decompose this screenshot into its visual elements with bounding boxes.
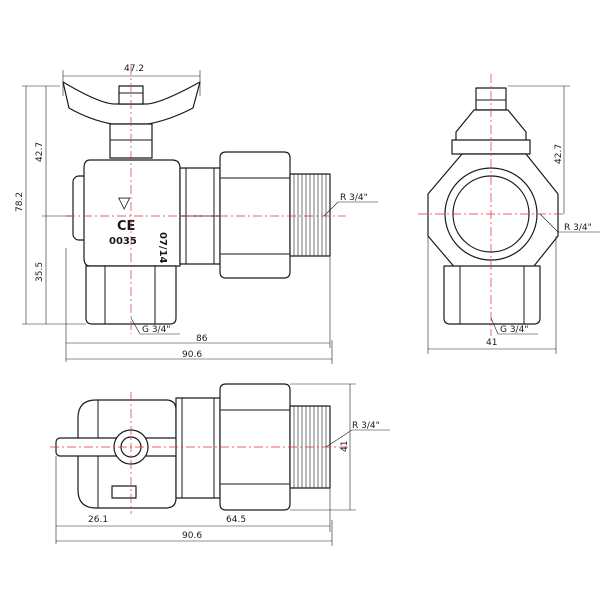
ce-mark: CE [117, 219, 135, 234]
top-body-extension [175, 397, 221, 499]
valve-body [83, 159, 181, 267]
label-front-thread-outlet: R 3/4" [340, 193, 368, 203]
dim-side-height-upper: 42.7 [554, 144, 564, 164]
dim-top-length-left: 26.1 [88, 515, 108, 525]
label-front-thread-inlet: G 3/4" [142, 325, 170, 335]
butterfly-handle [62, 81, 201, 125]
dim-front-height-lower: 35.5 [35, 262, 45, 282]
dim-front-length-total: 90.6 [182, 350, 202, 360]
dim-front-height-upper: 42.7 [35, 142, 45, 162]
body-logo: ▽ [118, 193, 131, 212]
dim-front-width-top: 47.2 [124, 64, 144, 74]
notified-body-number: 0035 [109, 236, 137, 247]
label-side-thread-outlet: R 3/4" [564, 223, 592, 233]
label-side-thread-inlet: G 3/4" [500, 325, 528, 335]
top-view: R 3/4" 41 26.1 64.5 90.6 [50, 383, 390, 546]
date-code: 07/14 [157, 232, 168, 264]
front-view: ▽ CE 0035 07/14 47.2 [15, 64, 378, 364]
dim-top-height: 41 [340, 441, 350, 452]
dim-top-length-total: 90.6 [182, 531, 202, 541]
dim-front-height-total: 78.2 [15, 192, 25, 212]
dim-side-width: 41 [486, 338, 497, 348]
top-bottom-fitting [111, 485, 137, 499]
dim-front-length-86: 86 [196, 334, 208, 344]
union-nut [219, 151, 291, 279]
side-view: 42.7 R 3/4" G 3/4" 41 [418, 74, 600, 354]
side-bottom-inlet [443, 265, 541, 325]
dim-top-length-right: 64.5 [226, 515, 246, 525]
label-top-thread-outlet: R 3/4" [352, 421, 380, 431]
